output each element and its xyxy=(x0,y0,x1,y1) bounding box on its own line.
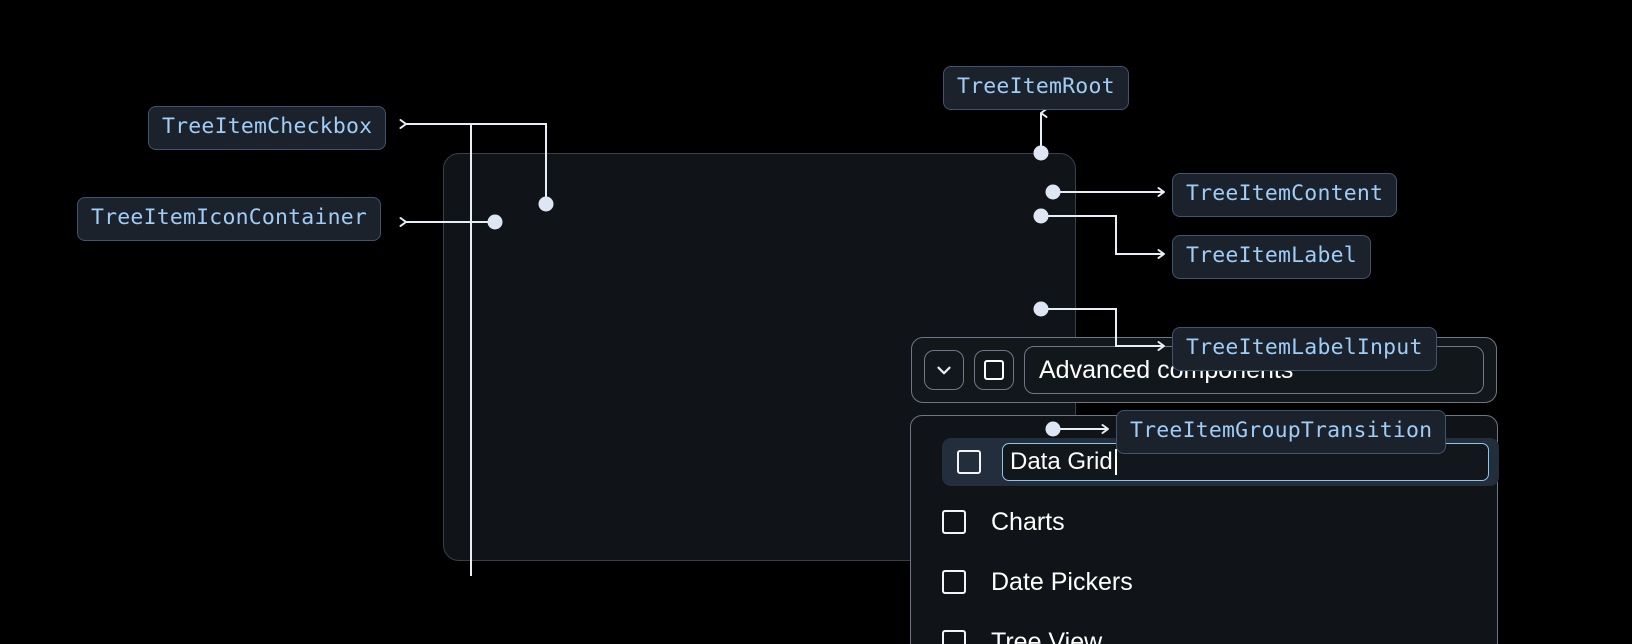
tree-item-checkbox[interactable] xyxy=(942,630,966,644)
tree-item-label: Date Pickers xyxy=(991,567,1133,596)
annotation-tree-item-content: TreeItemContent xyxy=(1172,173,1398,217)
tree-item-icon-container[interactable] xyxy=(924,350,964,390)
annotation-tree-item-root: TreeItemRoot xyxy=(943,66,1129,110)
text-caret xyxy=(1114,449,1117,475)
checkbox-unchecked-icon xyxy=(984,360,1004,380)
root-indicator-line xyxy=(470,124,472,576)
label-input-value: Data Grid xyxy=(1010,448,1113,475)
tree-item-checkbox[interactable] xyxy=(957,450,981,474)
tree-item-label: Charts xyxy=(991,507,1065,536)
tree-item-row-tree-view[interactable]: Tree View xyxy=(911,618,1497,644)
tree-item-checkbox[interactable] xyxy=(974,350,1014,390)
tree-item-root-card[interactable]: Advanced components Data Grid Charts Dat… xyxy=(443,153,1499,644)
tree-item-checkbox[interactable] xyxy=(942,510,966,534)
annotation-tree-item-checkbox: TreeItemCheckbox xyxy=(148,106,387,150)
tree-item-label: Tree View xyxy=(991,627,1103,644)
chevron-down-icon xyxy=(937,366,951,375)
annotation-tree-item-group-transition: TreeItemGroupTransition xyxy=(1116,410,1447,454)
tree-item-row-date-pickers[interactable]: Date Pickers xyxy=(911,558,1497,606)
annotation-tree-item-label-input: TreeItemLabelInput xyxy=(1172,327,1437,371)
annotation-tree-item-icon-container: TreeItemIconContainer xyxy=(77,197,382,241)
tree-item-row-charts[interactable]: Charts xyxy=(911,498,1497,546)
tree-item-checkbox[interactable] xyxy=(942,570,966,594)
annotation-tree-item-label: TreeItemLabel xyxy=(1172,235,1371,279)
